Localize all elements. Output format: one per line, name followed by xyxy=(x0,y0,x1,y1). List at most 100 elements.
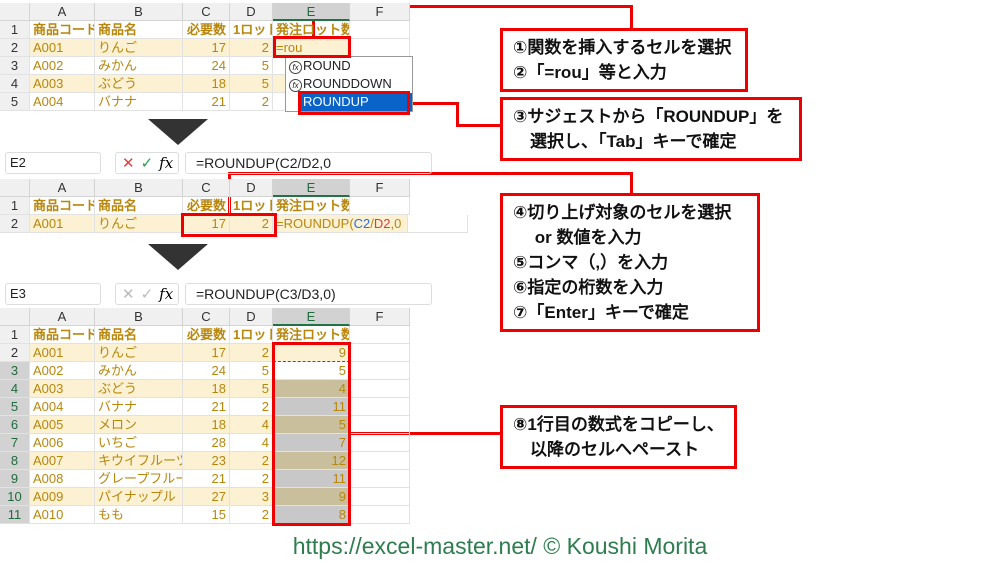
row-number[interactable]: 5 xyxy=(0,398,30,416)
cell-need[interactable]: 18 xyxy=(183,75,230,93)
cell-need[interactable]: 24 xyxy=(183,57,230,75)
cell-lot[interactable]: 2 xyxy=(230,398,273,416)
cell-name[interactable]: りんご xyxy=(95,215,183,233)
cell-lot[interactable]: 4 xyxy=(230,434,273,452)
cell-code[interactable]: A001 xyxy=(30,344,95,362)
enter-icon[interactable]: ✓ xyxy=(140,286,154,303)
column-header-B[interactable]: B xyxy=(95,3,183,21)
cell-name[interactable]: メロン xyxy=(95,416,183,434)
header-cell[interactable]: 商品名 xyxy=(95,197,183,215)
cell-name[interactable]: みかん xyxy=(95,57,183,75)
cell-lot[interactable]: 2 xyxy=(230,215,273,233)
cell-lot[interactable]: 2 xyxy=(230,344,273,362)
cell-lot[interactable]: 2 xyxy=(230,452,273,470)
cell-lot[interactable]: 5 xyxy=(230,75,273,93)
cell-need[interactable]: 15 xyxy=(183,506,230,524)
enter-icon[interactable]: ✓ xyxy=(140,155,154,172)
cell-lot[interactable]: 5 xyxy=(230,57,273,75)
row-number[interactable]: 1 xyxy=(0,197,30,215)
cell-name[interactable]: キウイフルーツ xyxy=(95,452,183,470)
cell-lot[interactable]: 3 xyxy=(230,488,273,506)
cell-need[interactable]: 23 xyxy=(183,452,230,470)
cell-code[interactable]: A002 xyxy=(30,57,95,75)
empty-cell[interactable] xyxy=(350,416,410,434)
header-cell[interactable]: 1ロット xyxy=(230,21,273,39)
header-cell[interactable]: 商品コード xyxy=(30,326,95,344)
select-all-corner[interactable] xyxy=(0,3,30,21)
header-cell[interactable]: 商品コード xyxy=(30,21,95,39)
name-box[interactable]: E3 xyxy=(5,283,101,305)
empty-cell[interactable] xyxy=(350,434,410,452)
column-header-A[interactable]: A xyxy=(30,3,95,21)
empty-cell[interactable] xyxy=(350,506,410,524)
empty-cell[interactable] xyxy=(350,326,410,344)
name-box[interactable]: E2 xyxy=(5,152,101,174)
row-number[interactable]: 2 xyxy=(0,344,30,362)
empty-cell[interactable] xyxy=(350,197,410,215)
header-cell[interactable]: 商品コード xyxy=(30,197,95,215)
column-header-E[interactable]: E xyxy=(273,179,350,197)
row-number[interactable]: 4 xyxy=(0,380,30,398)
column-header-E[interactable]: E xyxy=(273,308,350,326)
header-cell[interactable]: 必要数 xyxy=(183,21,230,39)
cell-code[interactable]: A003 xyxy=(30,75,95,93)
cell-code[interactable]: A003 xyxy=(30,380,95,398)
cell-need[interactable]: 18 xyxy=(183,416,230,434)
empty-cell[interactable] xyxy=(350,488,410,506)
column-header-E[interactable]: E xyxy=(273,3,350,21)
cell-lot[interactable]: 4 xyxy=(230,416,273,434)
column-header-C[interactable]: C xyxy=(183,3,230,21)
cell-need[interactable]: 17 xyxy=(183,215,230,233)
cell-lot[interactable]: 2 xyxy=(230,506,273,524)
cell-lot[interactable]: 2 xyxy=(230,470,273,488)
column-header-F[interactable]: F xyxy=(350,308,410,326)
empty-cell[interactable] xyxy=(350,21,410,39)
cell-need[interactable]: 24 xyxy=(183,362,230,380)
column-header-B[interactable]: B xyxy=(95,179,183,197)
row-number[interactable]: 5 xyxy=(0,93,30,111)
cell-need[interactable]: 21 xyxy=(183,470,230,488)
row-number[interactable]: 3 xyxy=(0,362,30,380)
cell-name[interactable]: バナナ xyxy=(95,398,183,416)
cancel-icon[interactable]: ✕ xyxy=(122,286,135,303)
cell-order[interactable]: 11 xyxy=(273,470,350,488)
column-header-D[interactable]: D xyxy=(230,308,273,326)
cell-code[interactable]: A002 xyxy=(30,362,95,380)
cell-name[interactable]: ぶどう xyxy=(95,75,183,93)
cell-lot[interactable]: 5 xyxy=(230,380,273,398)
cancel-icon[interactable]: ✕ xyxy=(122,155,135,172)
row-number[interactable]: 6 xyxy=(0,416,30,434)
cell-need[interactable]: 28 xyxy=(183,434,230,452)
cell-name[interactable]: グレープフルーツ xyxy=(95,470,183,488)
cell-name[interactable]: ぶどう xyxy=(95,380,183,398)
header-cell[interactable]: 必要数 xyxy=(183,326,230,344)
cell-name[interactable]: みかん xyxy=(95,362,183,380)
cell-code[interactable]: A009 xyxy=(30,488,95,506)
cell-name[interactable]: いちご xyxy=(95,434,183,452)
row-number[interactable]: 4 xyxy=(0,75,30,93)
cell-order[interactable]: 11 xyxy=(273,398,350,416)
cell-need[interactable]: 18 xyxy=(183,380,230,398)
row-number[interactable]: 10 xyxy=(0,488,30,506)
formula-input[interactable]: =ROUNDUP(C2/D2,0 xyxy=(185,152,432,174)
cell-code[interactable]: A004 xyxy=(30,398,95,416)
header-cell[interactable]: 商品名 xyxy=(95,21,183,39)
cell-need[interactable]: 21 xyxy=(183,398,230,416)
column-header-F[interactable]: F xyxy=(350,3,410,21)
row-number[interactable]: 8 xyxy=(0,452,30,470)
column-header-B[interactable]: B xyxy=(95,308,183,326)
column-header-A[interactable]: A xyxy=(30,179,95,197)
cell-name[interactable]: りんご xyxy=(95,344,183,362)
cell-code[interactable]: A005 xyxy=(30,416,95,434)
empty-cell[interactable] xyxy=(350,380,410,398)
row-number[interactable]: 11 xyxy=(0,506,30,524)
column-header-C[interactable]: C xyxy=(183,179,230,197)
row-number[interactable]: 1 xyxy=(0,326,30,344)
cell-need[interactable]: 17 xyxy=(183,344,230,362)
column-header-D[interactable]: D xyxy=(230,3,273,21)
cell-need[interactable]: 27 xyxy=(183,488,230,506)
header-cell[interactable]: 1ロット xyxy=(230,326,273,344)
formula-input[interactable]: =ROUNDUP(C3/D3,0) xyxy=(185,283,432,305)
